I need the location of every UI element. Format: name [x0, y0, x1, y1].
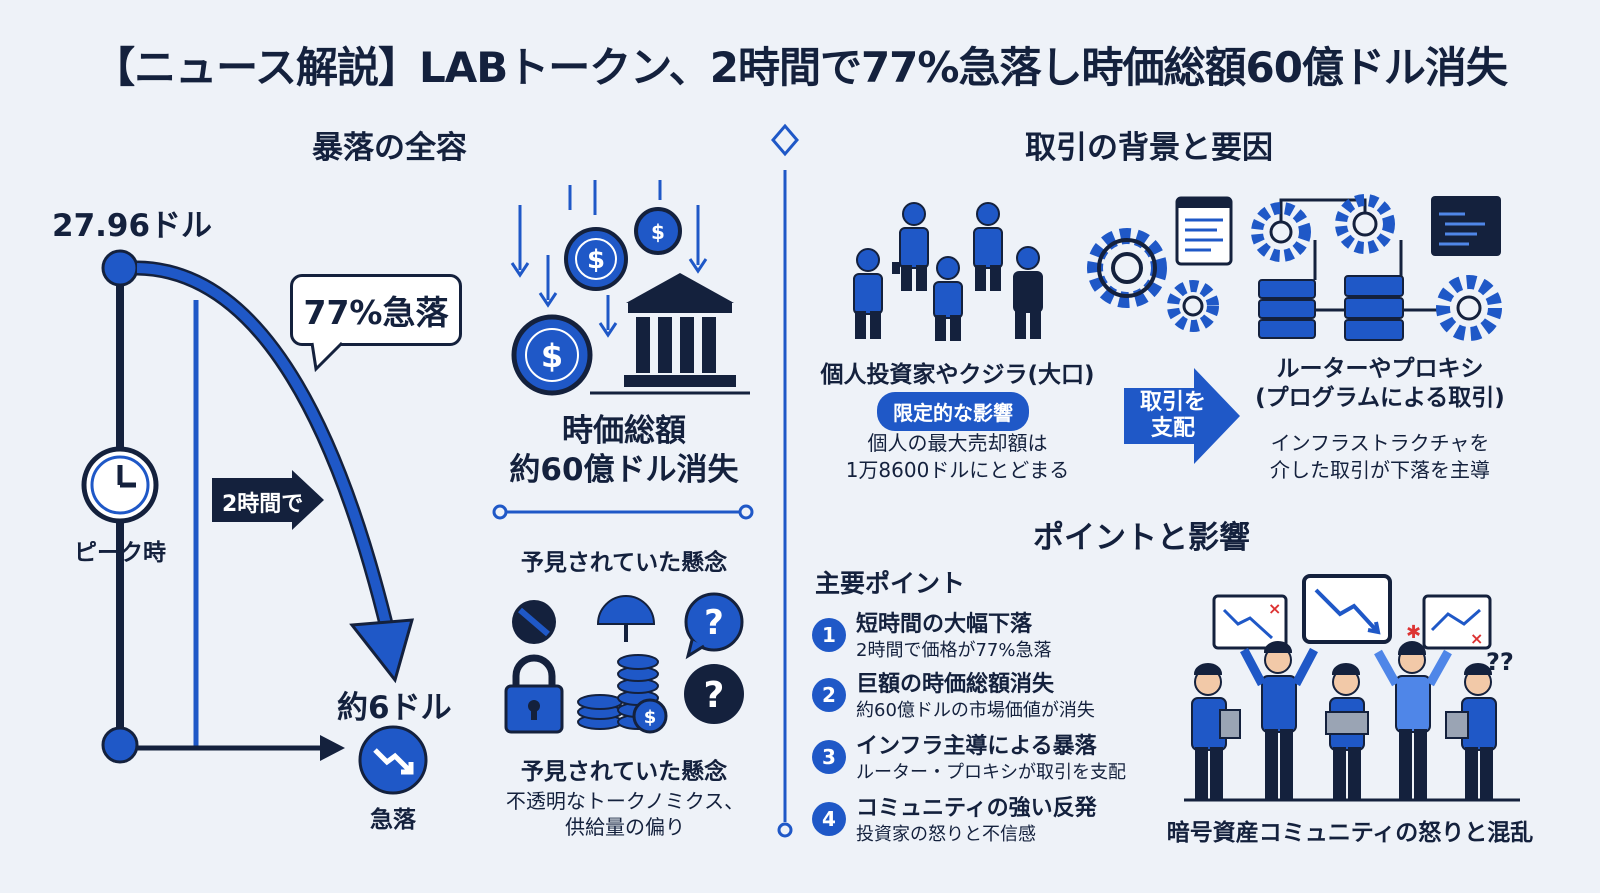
point-number: 1: [812, 618, 846, 652]
crash-down-icon: [358, 725, 428, 795]
dominates-line2: 支配: [1150, 416, 1195, 442]
server-rack-icon: [1258, 279, 1316, 339]
clock-icon: [81, 446, 159, 524]
investors-description: 個人の最大売却額は 1万8600ドルにとどまる: [815, 430, 1100, 484]
concerns-heading: 予見されていた懸念: [520, 550, 728, 576]
center-divider: [771, 123, 799, 838]
router-title: ルーターやプロキシ (プログラムによる取引): [1245, 355, 1515, 413]
point-title: コミュニティの強い反発: [856, 796, 1097, 821]
crash-overview-heading: 暴落の全容: [312, 130, 467, 166]
point-title: 短時間の大幅下落: [856, 612, 1033, 637]
gear-icon-4: [1436, 275, 1502, 341]
dominates-line1: 取引を: [1139, 390, 1206, 415]
points-impact-heading: ポイントと影響: [1033, 520, 1250, 556]
svg-text:×: ×: [1470, 629, 1483, 648]
investors-title: 個人投資家やクジラ(大口): [820, 362, 1095, 388]
dominates-trade-arrow: [1124, 368, 1240, 464]
svg-text:?: ?: [704, 603, 724, 643]
svg-text:✱: ✱: [1406, 622, 1421, 643]
svg-text:$: $: [651, 220, 665, 244]
marketcap-loss-text: 時価総額 約60億ドル消失: [494, 412, 754, 490]
point-desc: 2時間で価格が77%急落: [856, 640, 1052, 661]
gear-icon: [1087, 228, 1167, 308]
falling-chart-board-icon: ×: [1212, 594, 1288, 650]
router-title-line1: ルーターやプロキシ: [1276, 356, 1484, 382]
community-caption: 暗号資産コミュニティの怒りと混乱: [1166, 820, 1534, 846]
point-desc: ルーター・プロキシが取引を支配: [856, 762, 1126, 783]
time-tag-arrow: [212, 470, 324, 530]
router-description: インフラストラクチャを 介した取引が下落を主導: [1245, 430, 1515, 484]
question-circle-icon: ?: [684, 664, 744, 724]
router-desc-line1: インフラストラクチャを: [1270, 431, 1490, 455]
drop-percentage-text: 77%急落: [303, 293, 449, 332]
point-title: 巨額の時価総額消失: [856, 672, 1055, 697]
angry-community-icon: × × ?? ✱: [1184, 574, 1520, 802]
bottom-price: 約6ドル: [337, 690, 452, 726]
concerns-desc-line1: 不透明なトークノミクス、: [505, 789, 745, 813]
point-number: 4: [812, 802, 846, 836]
peak-label: ピーク時: [74, 540, 166, 566]
padlock-icon: [504, 654, 564, 734]
prohibited-icon: [512, 600, 556, 644]
gear-icon-3: [1335, 194, 1395, 254]
marketcap-line1: 時価総額: [562, 413, 686, 449]
point-desc: 約60億ドルの市場価値が消失: [856, 700, 1095, 721]
svg-text:$: $: [587, 245, 605, 275]
falling-chart-board-icon-2: ×: [1422, 594, 1492, 650]
routers-proxies-gears-servers-icon: [1087, 194, 1502, 341]
svg-text:$: $: [644, 707, 657, 728]
crash-curve-diagram: [101, 249, 415, 764]
question-bubble-icon: ?: [684, 592, 744, 660]
point-number: 3: [812, 740, 846, 774]
point-number: 2: [812, 678, 846, 712]
umbrella-icon: [596, 595, 656, 642]
limited-impact-badge: 限定的な影響: [877, 392, 1029, 431]
section-divider: [492, 504, 754, 520]
svg-text:×: ×: [1268, 599, 1281, 618]
crash-label: 急落: [370, 807, 416, 833]
server-rack-icon-2: [1344, 275, 1404, 341]
concerns-description: 不透明なトークノミクス、 供給量の偏り: [480, 788, 770, 840]
falling-chart-tablet-icon: [1302, 574, 1392, 644]
bubble-tail: [310, 341, 344, 373]
falling-coins-bank-icon: $ $ $: [510, 180, 750, 396]
svg-text:$: $: [541, 337, 563, 375]
document-window-icon: [1175, 196, 1233, 266]
marketcap-line2: 約60億ドル消失: [509, 451, 739, 488]
router-title-line2: (プログラムによる取引): [1255, 384, 1505, 411]
code-window-icon: [1431, 196, 1501, 256]
peak-price: 27.96ドル: [52, 208, 213, 244]
point-title: インフラ主導による暴落: [856, 734, 1097, 759]
concerns-desc-line2: 供給量の偏り: [565, 815, 685, 839]
coin-stack-icon: $: [577, 654, 668, 734]
investors-people-icon: [853, 202, 1043, 341]
router-desc-line2: 介した取引が下落を主導: [1270, 458, 1490, 482]
drop-percentage-bubble: 77%急落: [290, 274, 462, 346]
concerns-caption: 予見されていた懸念: [520, 759, 728, 785]
svg-text:?: ?: [704, 675, 725, 716]
investors-desc-line2: 1万8600ドルにとどまる: [845, 458, 1070, 482]
time-tag-label: 2時間で: [222, 492, 304, 517]
concerns-icon-grid: ? $ ?: [504, 592, 744, 734]
page-title: 【ニュース解説】LABトークン、2時間で77%急落し時価総額60億ドル消失: [93, 43, 1508, 92]
gear-icon-2: [1251, 202, 1311, 262]
dominates-trade-label: 取引を 支配: [1124, 390, 1222, 443]
point-desc: 投資家の怒りと不信感: [856, 824, 1036, 845]
investors-desc-line1: 個人の最大売却額は: [867, 431, 1048, 455]
trade-background-heading: 取引の背景と要因: [1025, 130, 1273, 166]
key-points-label: 主要ポイント: [815, 569, 966, 598]
small-gear-icon: [1167, 280, 1219, 332]
